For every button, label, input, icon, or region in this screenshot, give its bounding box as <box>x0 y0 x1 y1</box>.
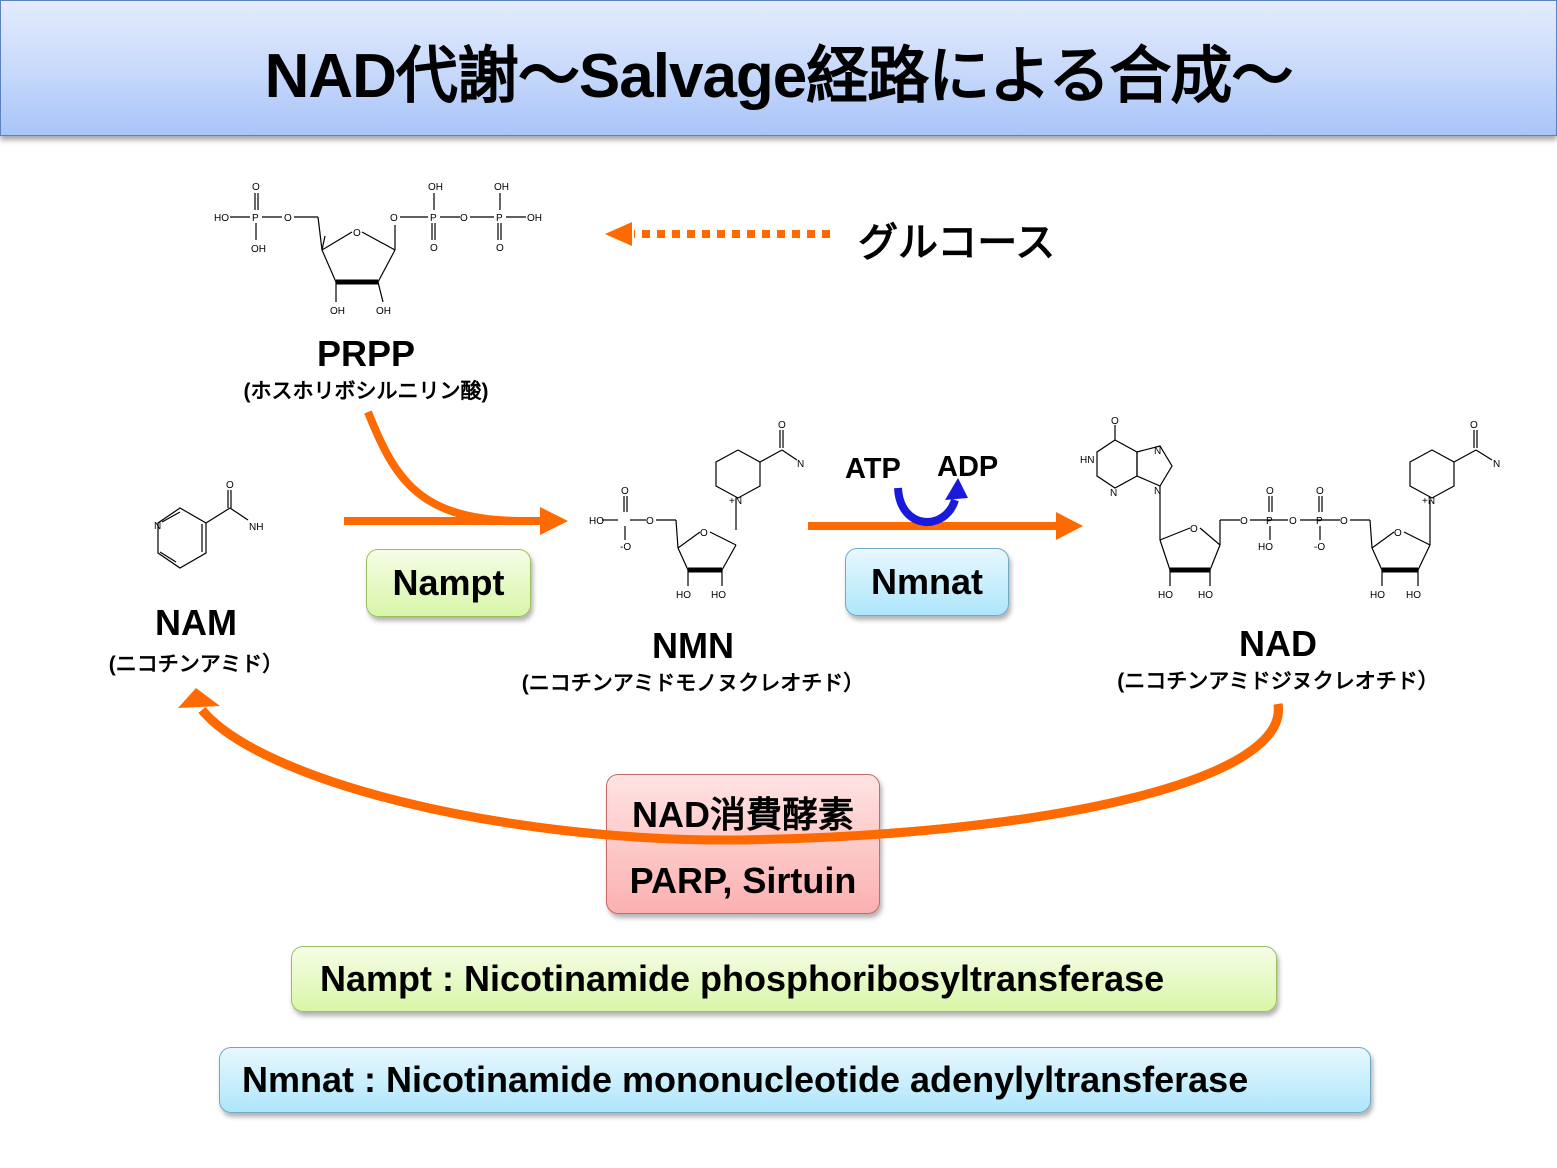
svg-text:O: O <box>460 213 468 224</box>
svg-text:HO: HO <box>1158 590 1173 601</box>
nmnat-enzyme-box: Nmnat <box>845 548 1009 616</box>
svg-text:O: O <box>1316 486 1324 497</box>
nampt-legend: Nampt : Nicotinamide phosphoribosyltrans… <box>291 946 1277 1012</box>
prpp-label: PRPP <box>316 333 416 374</box>
nmnat-reaction-arrow <box>808 512 1083 540</box>
svg-text:OH: OH <box>527 213 542 224</box>
prpp-structure <box>230 193 526 303</box>
svg-text:O: O <box>1111 416 1119 427</box>
glucose-label: グルコース <box>858 221 1056 265</box>
svg-text:P: P <box>496 213 503 224</box>
prpp-sublabel: (ホスホリボシルニリン酸) <box>243 380 489 403</box>
svg-text:N: N <box>1493 459 1500 470</box>
adp-label: ADP <box>937 451 999 483</box>
svg-text:OH: OH <box>428 182 443 193</box>
title-banner: NAD代謝〜Salvage経路による合成〜 <box>0 0 1557 136</box>
svg-text:N: N <box>797 459 804 470</box>
nampt-enzyme-label: Nampt <box>392 562 505 603</box>
nmnat-legend-text: Nmnat : Nicotinamide mononucleotide aden… <box>242 1059 1249 1100</box>
nmnat-legend: Nmnat : Nicotinamide mononucleotide aden… <box>219 1047 1371 1113</box>
svg-text:O: O <box>1266 486 1274 497</box>
svg-text:OH: OH <box>251 244 266 255</box>
svg-text:O: O <box>778 420 786 431</box>
svg-text:O: O <box>1190 524 1198 535</box>
svg-text:HO: HO <box>1406 590 1421 601</box>
nmn-sublabel: (ニコチンアミドモノヌクレオチド） <box>521 672 865 695</box>
svg-text:O: O <box>353 228 361 239</box>
svg-text:O: O <box>700 528 708 539</box>
svg-text:-O: -O <box>620 542 631 553</box>
svg-text:O: O <box>390 213 398 224</box>
nad-atoms: O HN N N N O O O P HO O O P -O O O +N O … <box>1080 416 1500 601</box>
svg-text:P: P <box>430 213 437 224</box>
svg-text:HN: HN <box>1080 455 1094 466</box>
nad-label: NAD <box>1239 623 1317 664</box>
atp-label: ATP <box>845 453 901 485</box>
prpp-atoms: HO O P OH O O O P OH O O P OH O OH OH OH <box>214 182 542 317</box>
page-title: NAD代謝〜Salvage経路による合成〜 <box>264 42 1294 111</box>
arrow-head-icon <box>605 222 632 246</box>
svg-text:P: P <box>1266 516 1273 527</box>
arrow-head-icon <box>945 478 968 500</box>
svg-text:O: O <box>1289 516 1297 527</box>
nmn-structure <box>602 430 798 586</box>
svg-text:N: N <box>1110 488 1117 499</box>
nmn-atoms: O N +N HO O -O O O HO HO <box>589 420 804 601</box>
svg-text:O: O <box>1394 528 1402 539</box>
svg-text:O: O <box>496 243 504 254</box>
svg-text:HO: HO <box>676 590 691 601</box>
svg-text:-O: -O <box>1314 542 1325 553</box>
arrow-head-icon <box>540 507 568 535</box>
nam-label: NAM <box>155 602 237 643</box>
nad-consumer-title: NAD消費酵素 <box>632 794 854 835</box>
nad-sublabel: (ニコチンアミドジヌクレオチド） <box>1117 670 1439 693</box>
nmnat-enzyme-label: Nmnat <box>870 561 983 602</box>
svg-text:N: N <box>1154 486 1161 497</box>
svg-text:O: O <box>430 243 438 254</box>
nampt-enzyme-box: Nampt <box>366 549 531 617</box>
svg-text:O: O <box>1340 516 1348 527</box>
svg-text:+N: +N <box>1422 496 1435 507</box>
arrow-head-icon <box>178 688 220 708</box>
nam-atoms: N O NH <box>154 480 263 533</box>
svg-text:OH: OH <box>376 306 391 317</box>
svg-text:O: O <box>621 486 629 497</box>
svg-text:HO: HO <box>1198 590 1213 601</box>
nam-sublabel: (ニコチンアミド） <box>108 653 284 676</box>
svg-text:O: O <box>284 213 292 224</box>
svg-text:OH: OH <box>330 306 345 317</box>
glucose-arrow <box>605 222 830 246</box>
svg-text:O: O <box>1470 420 1478 431</box>
nmn-label: NMN <box>652 625 734 666</box>
svg-text:HO: HO <box>214 213 229 224</box>
nad-consumer-box: NAD消費酵素 PARP, Sirtuin <box>606 774 880 914</box>
svg-text:HO: HO <box>1258 542 1273 553</box>
nampt-reaction-arrow <box>344 507 568 535</box>
svg-text:P: P <box>252 213 259 224</box>
svg-text:N: N <box>1154 446 1161 457</box>
svg-text:N: N <box>154 521 161 532</box>
svg-text:HO: HO <box>589 516 604 527</box>
svg-text:OH: OH <box>494 182 509 193</box>
prpp-curve-arrow <box>364 410 521 525</box>
nad-structure <box>1096 425 1493 586</box>
svg-text:O: O <box>646 516 654 527</box>
svg-text:O: O <box>1240 516 1248 527</box>
atp-adp-arrow <box>894 478 968 526</box>
svg-text:P: P <box>1316 516 1323 527</box>
nam-structure <box>157 490 249 569</box>
svg-text:O: O <box>226 480 234 491</box>
svg-text:NH: NH <box>249 522 263 533</box>
arrow-head-icon <box>1056 512 1083 540</box>
svg-text:HO: HO <box>1370 590 1385 601</box>
nampt-legend-text: Nampt : Nicotinamide phosphoribosyltrans… <box>320 958 1165 999</box>
nad-consumer-names: PARP, Sirtuin <box>629 860 857 901</box>
svg-text:O: O <box>252 182 260 193</box>
svg-text:HO: HO <box>711 590 726 601</box>
svg-text:+N: +N <box>729 496 742 507</box>
